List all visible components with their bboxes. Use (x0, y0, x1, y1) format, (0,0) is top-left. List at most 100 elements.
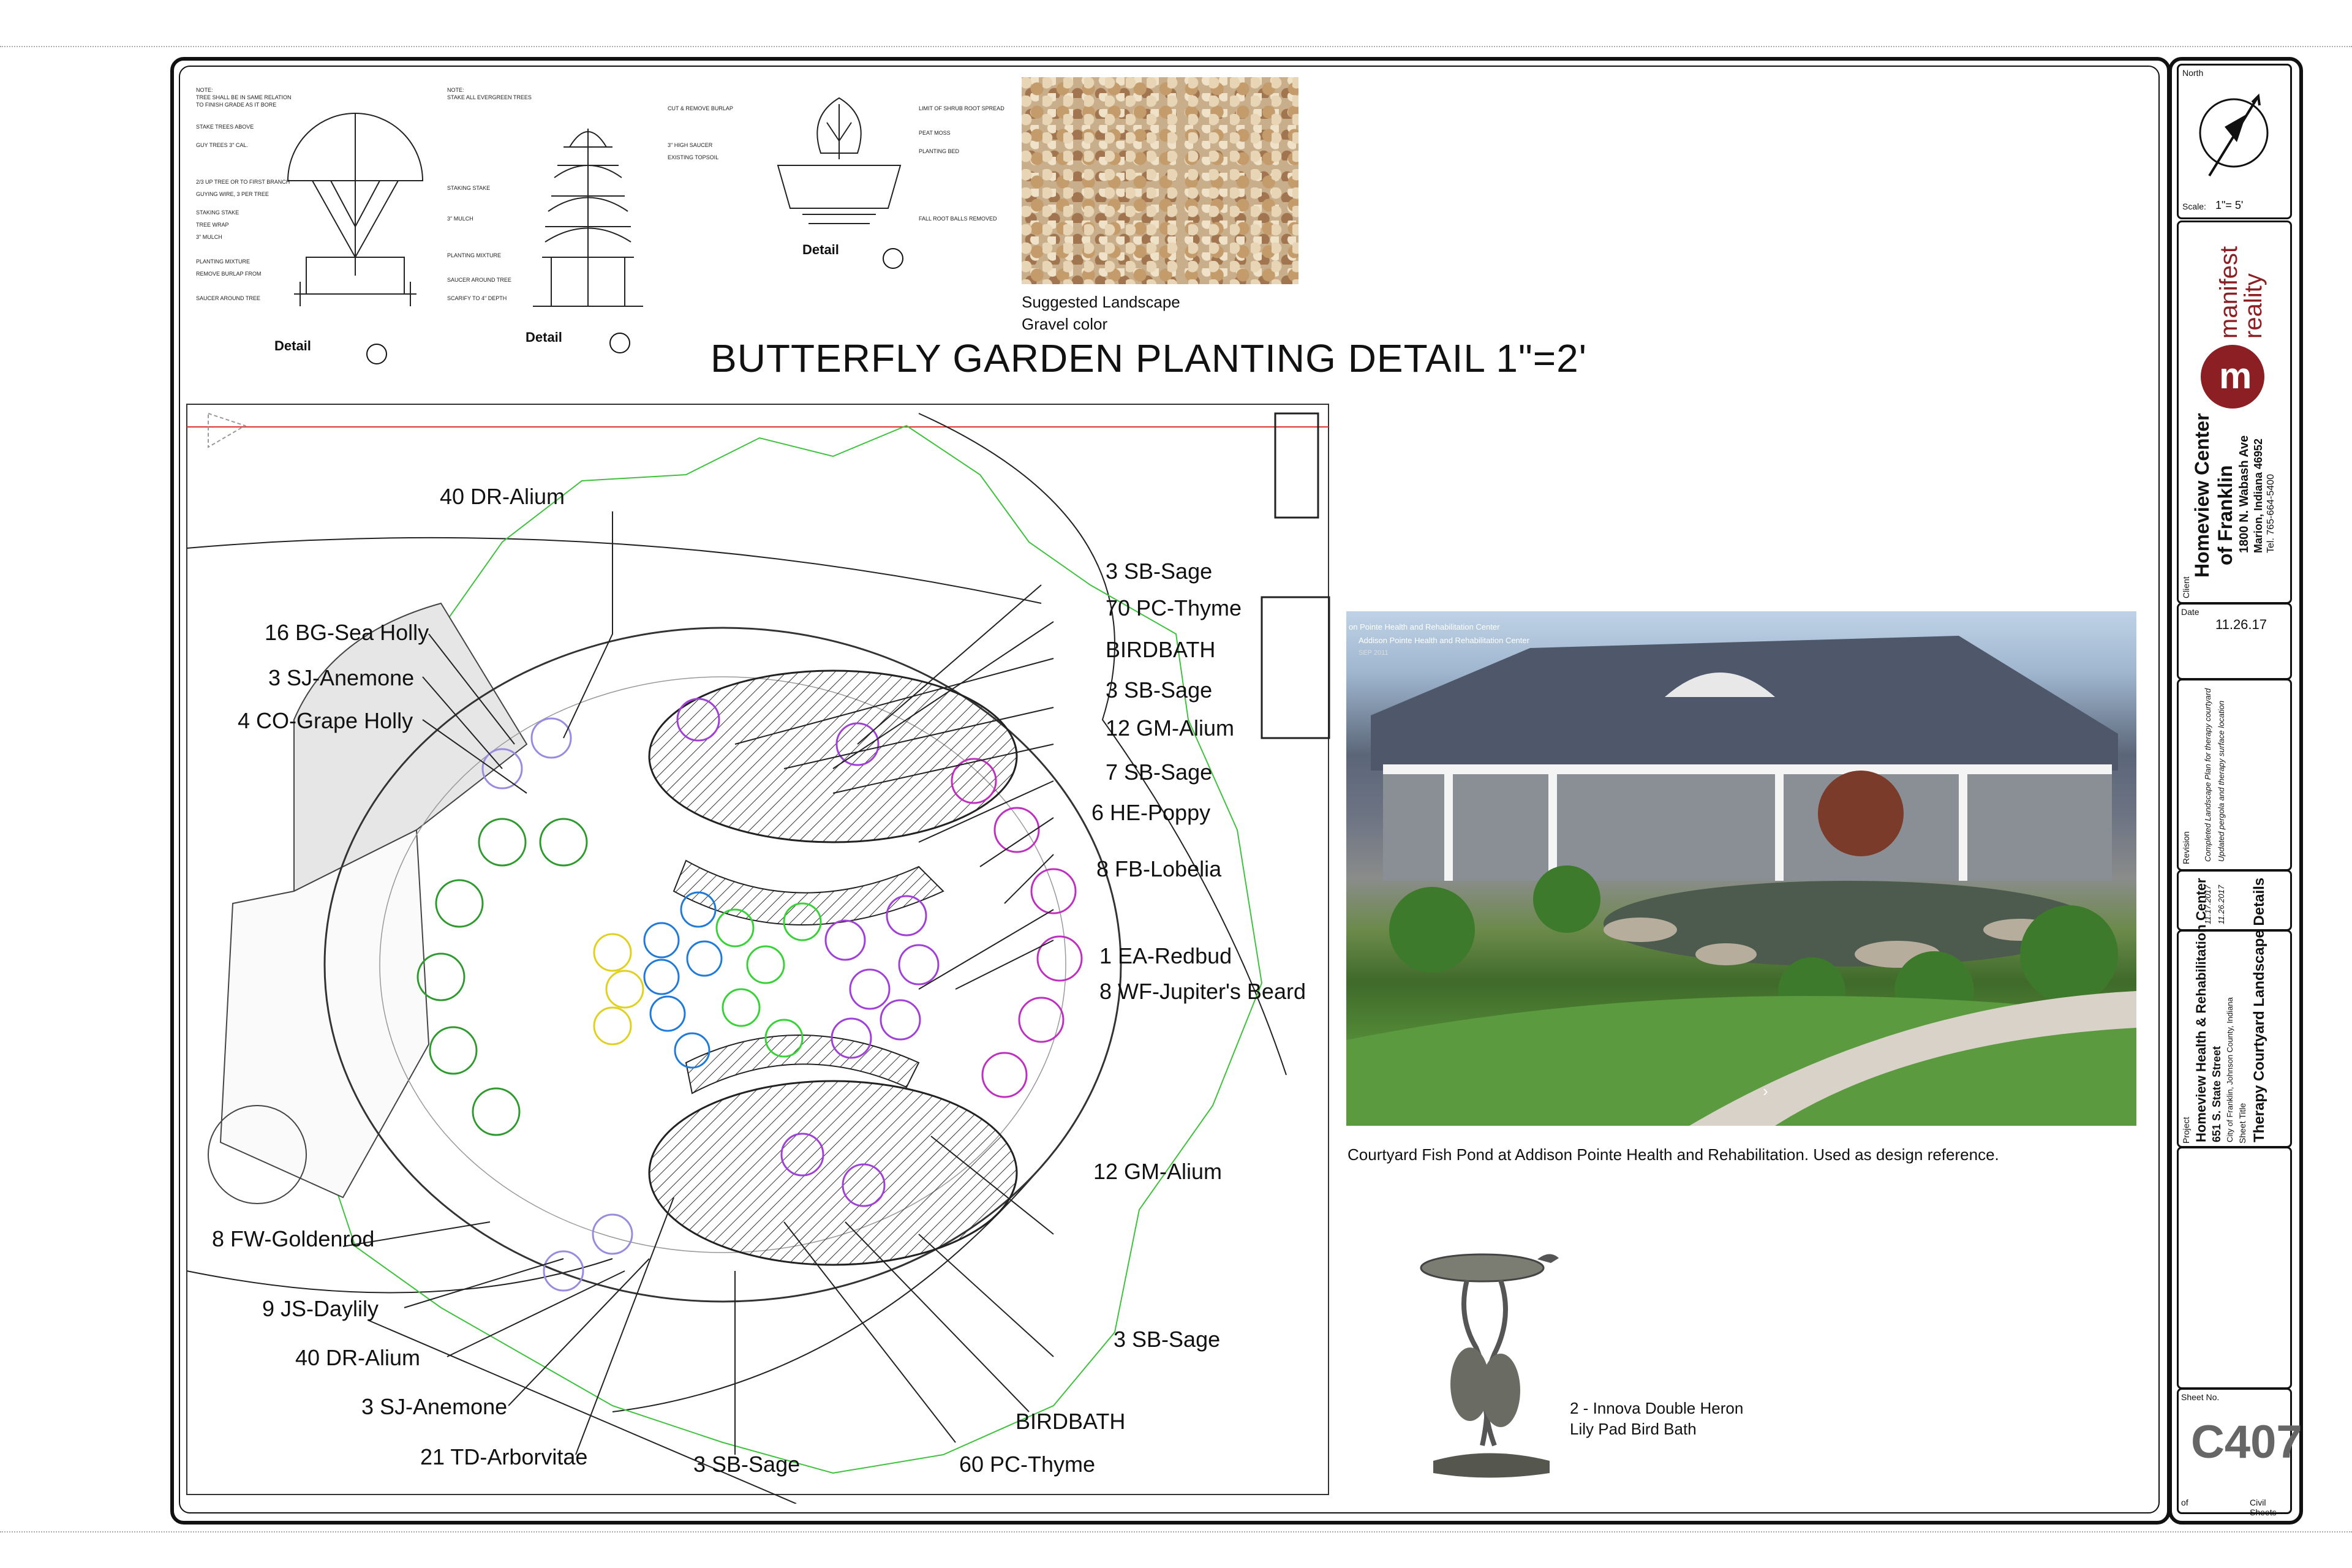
plan-label-sb-sage-7: 7 SB-Sage (1106, 760, 1213, 785)
plan-label-td-arborvitae: 21 TD-Arborvitae (420, 1444, 588, 1469)
client-address-1: 1800 N. Wabash Ave (2237, 435, 2251, 553)
north-arrow-icon (2199, 93, 2269, 177)
plan-label-js-daylily: 9 JS-Daylily (262, 1296, 379, 1321)
plan-label-ea-redbud: 1 EA-Redbud (1099, 943, 1232, 968)
svg-text:STAKE ALL EVERGREEN TREES: STAKE ALL EVERGREEN TREES (447, 94, 532, 100)
client-telephone: Tel. 765-664-5400 (2266, 474, 2276, 553)
revision-2-date: 11.26.2017 (2217, 884, 2226, 924)
project-name: Homeview Health & Rehabilitation Center (2193, 878, 2209, 1142)
company-name-2: reality (2240, 273, 2267, 339)
svg-text:PEAT MOSS: PEAT MOSS (919, 130, 951, 136)
detail-label-2: Detail (526, 330, 562, 345)
sheet-title: Therapy Courtyard Landscape Details (2251, 877, 2267, 1142)
plan-label-gm-alium-top: 12 GM-Alium (1106, 715, 1235, 741)
svg-text:SAUCER AROUND TREE: SAUCER AROUND TREE (447, 277, 511, 283)
tree-planting-detail-sketches: NOTE: TREE SHALL BE IN SAME RELATION TO FI… (196, 87, 1005, 364)
sheet-title-label: Sheet Title (2237, 1102, 2247, 1144)
svg-text:CUT & REMOVE BURLAP: CUT & REMOVE BURLAP (668, 105, 733, 111)
svg-text:3" MULCH: 3" MULCH (447, 216, 473, 222)
scale-value: 1"= 5' (2215, 199, 2244, 211)
svg-text:3" HIGH SAUCER: 3" HIGH SAUCER (668, 142, 713, 148)
company-logo-circle (2201, 345, 2264, 409)
sheets-label: Civil Sheets (2250, 1498, 2277, 1517)
client-box: m manifest reality Homeview Center of Fr… (2177, 221, 2292, 604)
photo-overlay-line3: SEP 2011 (1359, 649, 1389, 657)
detail-label-1: Detail (274, 338, 311, 353)
photo-overlay-line2: Addison Pointe Health and Rehabilitation… (1359, 636, 1529, 645)
photo-next-chevron-icon[interactable]: › (1763, 1082, 1768, 1100)
scale-label: Scale: (2182, 202, 2206, 211)
planting-plan (186, 404, 1330, 1504)
plan-label-pc-thyme-60: 60 PC-Thyme (959, 1452, 1096, 1477)
svg-text:GUYING WIRE, 3 PER TREE: GUYING WIRE, 3 PER TREE (196, 191, 269, 197)
client-name: Homeview Center (2191, 413, 2213, 578)
gravel-sample-image (1022, 77, 1298, 284)
svg-text:STAKING STAKE: STAKING STAKE (196, 209, 239, 216)
company-logo-mark: m (2219, 355, 2252, 396)
svg-text:2/3 UP TREE OR TO FIRST BRANCH: 2/3 UP TREE OR TO FIRST BRANCH (196, 179, 290, 185)
plan-label-sb-sage-bottom-right: 3 SB-Sage (1114, 1327, 1221, 1352)
client-name-2: of Franklin (2214, 465, 2236, 565)
svg-text:3" MULCH: 3" MULCH (196, 234, 222, 240)
project-label: Project (2181, 1117, 2191, 1144)
sheet-number-box: Sheet No. C407 of Civil Sheets (2177, 1388, 2302, 1517)
plan-label-pc-thyme-70: 70 PC-Thyme (1106, 595, 1242, 620)
plan-label-sb-sage-2: 3 SB-Sage (1106, 677, 1213, 703)
plan-label-gm-alium-bottom: 12 GM-Alium (1093, 1159, 1223, 1184)
plan-label-sb-sage-bottom: 3 SB-Sage (693, 1452, 801, 1477)
svg-text:TO FINISH GRADE AS IT BORE: TO FINISH GRADE AS IT BORE (196, 102, 276, 108)
page-title: BUTTERFLY GARDEN PLANTING DETAIL 1"=2' (710, 336, 1587, 380)
date-value: 11.26.17 (2215, 617, 2267, 632)
revision-2-text: Updated pergola and therapy surface loca… (2217, 700, 2226, 862)
title-block-frame (2168, 57, 2303, 1525)
plan-label-co-grape-holly: 4 CO-Grape Holly (238, 708, 413, 733)
courtyard-reference-photo: on Pointe Health and Rehabilitation Cent… (1346, 611, 2136, 1126)
notes-box (2177, 1147, 2292, 1389)
plan-label-sb-sage-1: 3 SB-Sage (1106, 559, 1213, 584)
svg-text:EXISTING TOPSOIL: EXISTING TOPSOIL (668, 154, 718, 160)
project-box: Project Homeview Health & Rehabilitation… (2177, 878, 2292, 1148)
svg-text:TREE WRAP: TREE WRAP (196, 222, 229, 228)
svg-text:STAKE TREES ABOVE: STAKE TREES ABOVE (196, 124, 254, 130)
plan-label-fb-lobelia: 8 FB-Lobelia (1096, 856, 1222, 881)
birdbath-caption-2: Lily Pad Bird Bath (1570, 1420, 1697, 1438)
project-address: 651 S. State Street (2211, 1046, 2223, 1142)
svg-text:SAUCER AROUND TREE: SAUCER AROUND TREE (196, 295, 260, 301)
plan-label-he-poppy: 6 HE-Poppy (1091, 800, 1211, 825)
svg-text:PLANTING MIXTURE: PLANTING MIXTURE (196, 258, 250, 265)
gravel-caption-2: Gravel color (1022, 315, 1108, 333)
client-address-2: Marion, Indiana 46952 (2252, 438, 2264, 553)
plan-label-dr-alium-bottom: 40 DR-Alium (295, 1345, 421, 1370)
svg-text:FALL ROOT BALLS REMOVED: FALL ROOT BALLS REMOVED (919, 216, 997, 222)
birdbath-caption-1: 2 - Innova Double Heron (1570, 1399, 1744, 1417)
svg-text:STAKING STAKE: STAKING STAKE (447, 185, 490, 191)
detail-label-3: Detail (802, 242, 839, 257)
date-label: Date (2181, 607, 2199, 617)
photo-scene (1346, 636, 2136, 1126)
sheet-of-label: of (2181, 1498, 2188, 1507)
plan-label-bg-sea-holly: 16 BG-Sea Holly (265, 620, 429, 645)
heron-birdbath-image (1420, 1253, 1559, 1478)
svg-text:PLANTING MIXTURE: PLANTING MIXTURE (447, 252, 501, 258)
north-label: North (2182, 68, 2204, 78)
plan-label-birdbath-top: BIRDBATH (1106, 637, 1216, 662)
revision-box: Revision Completed Landscape Plan for th… (2177, 679, 2292, 871)
drawing-frame-inner (179, 66, 2160, 1513)
svg-text:LIMIT OF SHRUB ROOT SPREAD: LIMIT OF SHRUB ROOT SPREAD (919, 105, 1005, 111)
sheet-number-label: Sheet No. (2181, 1392, 2220, 1402)
plan-label-sj-anemone-top: 3 SJ-Anemone (268, 665, 415, 690)
svg-text:REMOVE BURLAP FROM: REMOVE BURLAP FROM (196, 271, 261, 277)
plan-label-wf-jupiters-beard: 8 WF-Jupiter's Beard (1099, 979, 1306, 1004)
sheet-number: C407 (2191, 1416, 2302, 1468)
client-label: Client (2181, 576, 2191, 598)
svg-text:TREE SHALL BE IN SAME RELATION: TREE SHALL BE IN SAME RELATION (196, 94, 292, 100)
svg-text:SCARIFY TO 4" DEPTH: SCARIFY TO 4" DEPTH (447, 295, 507, 301)
photo-overlay-line1: on Pointe Health and Rehabilitation Cent… (1349, 622, 1500, 631)
project-city: City of Franklin, Johnson County, Indian… (2225, 997, 2234, 1142)
revision-1-text: Completed Landscape Plan for therapy cou… (2203, 688, 2212, 862)
svg-text:GUY TREES 3" CAL.: GUY TREES 3" CAL. (196, 142, 248, 148)
svg-text:NOTE:: NOTE: (447, 87, 464, 93)
date-box: Date 11.26.17 (2177, 603, 2292, 680)
plan-label-fw-goldenrod: 8 FW-Goldenrod (212, 1226, 375, 1251)
plan-label-birdbath-bottom: BIRDBATH (1016, 1409, 1126, 1434)
